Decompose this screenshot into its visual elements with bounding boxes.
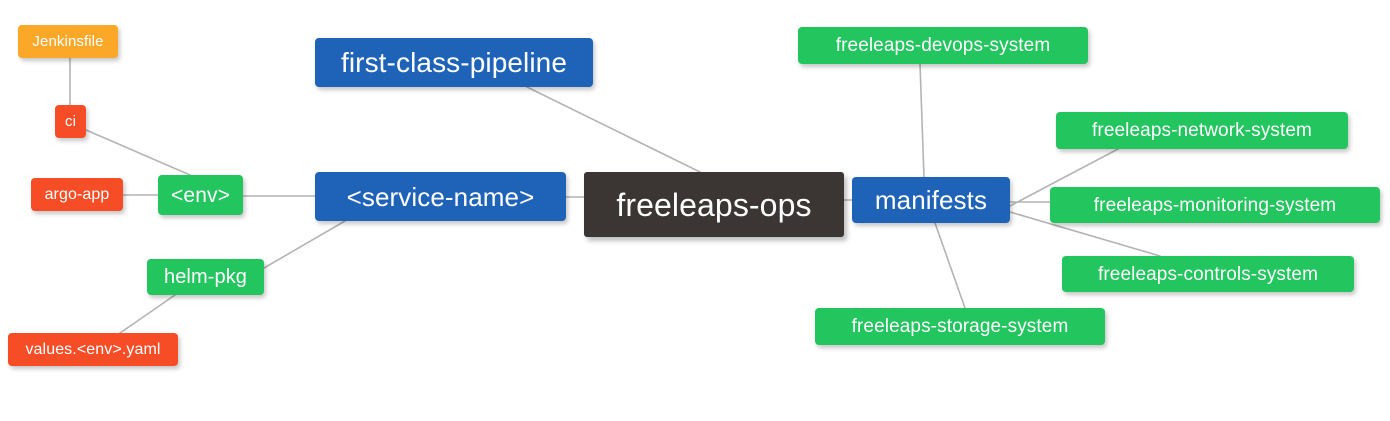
- node-ci[interactable]: ci: [55, 105, 86, 138]
- edge-manifests-to-freeleaps-storage-system: [934, 222, 966, 309]
- node-jenkinsfile[interactable]: Jenkinsfile: [18, 25, 118, 58]
- node-service-name[interactable]: <service-name>: [315, 172, 566, 221]
- node-label-freeleaps-ops: freeleaps-ops: [616, 186, 812, 223]
- node-label-freeleaps-monitoring-system: freeleaps-monitoring-system: [1093, 194, 1337, 216]
- node-label-freeleaps-network-system: freeleaps-network-system: [1092, 120, 1312, 141]
- node-freeleaps-devops-system[interactable]: freeleaps-devops-system: [798, 27, 1088, 64]
- node-label-jenkinsfile: Jenkinsfile: [32, 33, 104, 50]
- edge-first-class-pipeline-to-freeleaps-ops: [526, 86, 701, 173]
- edge-ci-to-env: [85, 129, 191, 176]
- edge-helm-pkg-to-values-yaml: [119, 294, 176, 334]
- edge-service-name-to-helm-pkg: [263, 220, 346, 269]
- node-label-argo-app: argo-app: [44, 185, 110, 203]
- node-label-freeleaps-controls-system: freeleaps-controls-system: [1097, 263, 1319, 285]
- node-label-first-class-pipeline: first-class-pipeline: [340, 46, 568, 78]
- node-freeleaps-network-system[interactable]: freeleaps-network-system: [1056, 112, 1348, 149]
- node-first-class-pipeline[interactable]: first-class-pipeline: [315, 38, 593, 87]
- node-freeleaps-ops[interactable]: freeleaps-ops: [584, 172, 844, 237]
- node-label-manifests: manifests: [874, 185, 988, 215]
- node-freeleaps-controls-system[interactable]: freeleaps-controls-system: [1062, 256, 1354, 292]
- node-label-service-name: <service-name>: [346, 181, 535, 212]
- edge-manifests-to-freeleaps-devops-system: [919, 63, 925, 178]
- node-manifests[interactable]: manifests: [852, 177, 1010, 223]
- node-argo-app[interactable]: argo-app: [31, 178, 123, 211]
- node-label-freeleaps-storage-system: freeleaps-storage-system: [851, 316, 1069, 337]
- node-label-env: <env>: [171, 183, 230, 207]
- node-label-ci: ci: [64, 113, 77, 130]
- node-values-yaml[interactable]: values.<env>.yaml: [8, 333, 178, 366]
- node-freeleaps-monitoring-system[interactable]: freeleaps-monitoring-system: [1050, 187, 1380, 223]
- node-label-freeleaps-devops-system: freeleaps-devops-system: [835, 35, 1051, 56]
- node-helm-pkg[interactable]: helm-pkg: [147, 259, 264, 295]
- node-label-values-yaml: values.<env>.yaml: [25, 340, 161, 358]
- node-env[interactable]: <env>: [158, 175, 243, 215]
- node-label-helm-pkg: helm-pkg: [163, 266, 248, 288]
- node-freeleaps-storage-system[interactable]: freeleaps-storage-system: [815, 308, 1105, 345]
